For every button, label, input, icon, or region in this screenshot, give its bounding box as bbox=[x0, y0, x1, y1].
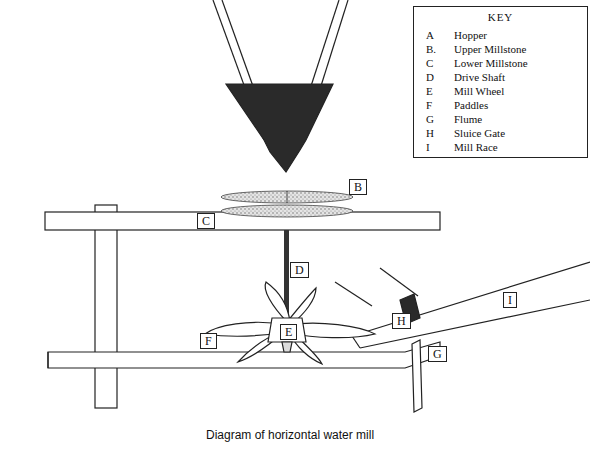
callout-letter: D bbox=[295, 263, 304, 277]
callout-box: E bbox=[280, 324, 297, 340]
key-letter: A bbox=[426, 29, 434, 42]
flume bbox=[412, 340, 422, 412]
key-letter: F bbox=[426, 99, 432, 112]
callout-letter: I bbox=[508, 293, 512, 307]
callout-box: D bbox=[290, 262, 309, 278]
callout-letter: F bbox=[205, 334, 212, 348]
key-heading: KEY bbox=[414, 11, 587, 24]
callout-letter: H bbox=[397, 314, 406, 328]
key-entry: Mill Wheel bbox=[454, 85, 504, 98]
callout-letter: E bbox=[285, 325, 292, 339]
key-entry: Drive Shaft bbox=[454, 71, 505, 84]
callout-letter: G bbox=[433, 347, 442, 361]
key-entry: Paddles bbox=[454, 99, 488, 112]
key-letter: B. bbox=[426, 43, 436, 56]
callout-box: I bbox=[503, 292, 517, 308]
key-entry: Mill Race bbox=[454, 141, 498, 154]
mill-wheel bbox=[205, 282, 375, 364]
callout-box: F bbox=[200, 333, 217, 349]
key-entry: Hopper bbox=[454, 29, 487, 42]
platform bbox=[45, 205, 440, 408]
key-box: KEY A HopperB. Upper MillstoneC Lower Millst… bbox=[413, 6, 588, 158]
caption: Diagram of horizontal water mill bbox=[206, 428, 374, 442]
millstones bbox=[221, 191, 353, 217]
mill-race bbox=[335, 262, 590, 348]
callout-box: H bbox=[392, 313, 411, 329]
callout-box: C bbox=[197, 213, 215, 229]
hopper bbox=[213, 0, 348, 172]
callout-letter: C bbox=[202, 214, 210, 228]
callout-box: G bbox=[428, 346, 447, 362]
key-letter: D bbox=[426, 71, 434, 84]
key-letter: C bbox=[426, 57, 433, 70]
key-letter: I bbox=[426, 141, 430, 154]
callout-letter: B bbox=[354, 180, 362, 194]
key-entry: Upper Millstone bbox=[454, 43, 526, 56]
key-letter: E bbox=[426, 85, 433, 98]
key-entry: Lower Millstone bbox=[454, 57, 528, 70]
callout-box: B bbox=[349, 179, 367, 195]
key-entry: Flume bbox=[454, 113, 482, 126]
key-letter: H bbox=[426, 127, 434, 140]
key-entry: Sluice Gate bbox=[454, 127, 505, 140]
key-letter: G bbox=[426, 113, 434, 126]
